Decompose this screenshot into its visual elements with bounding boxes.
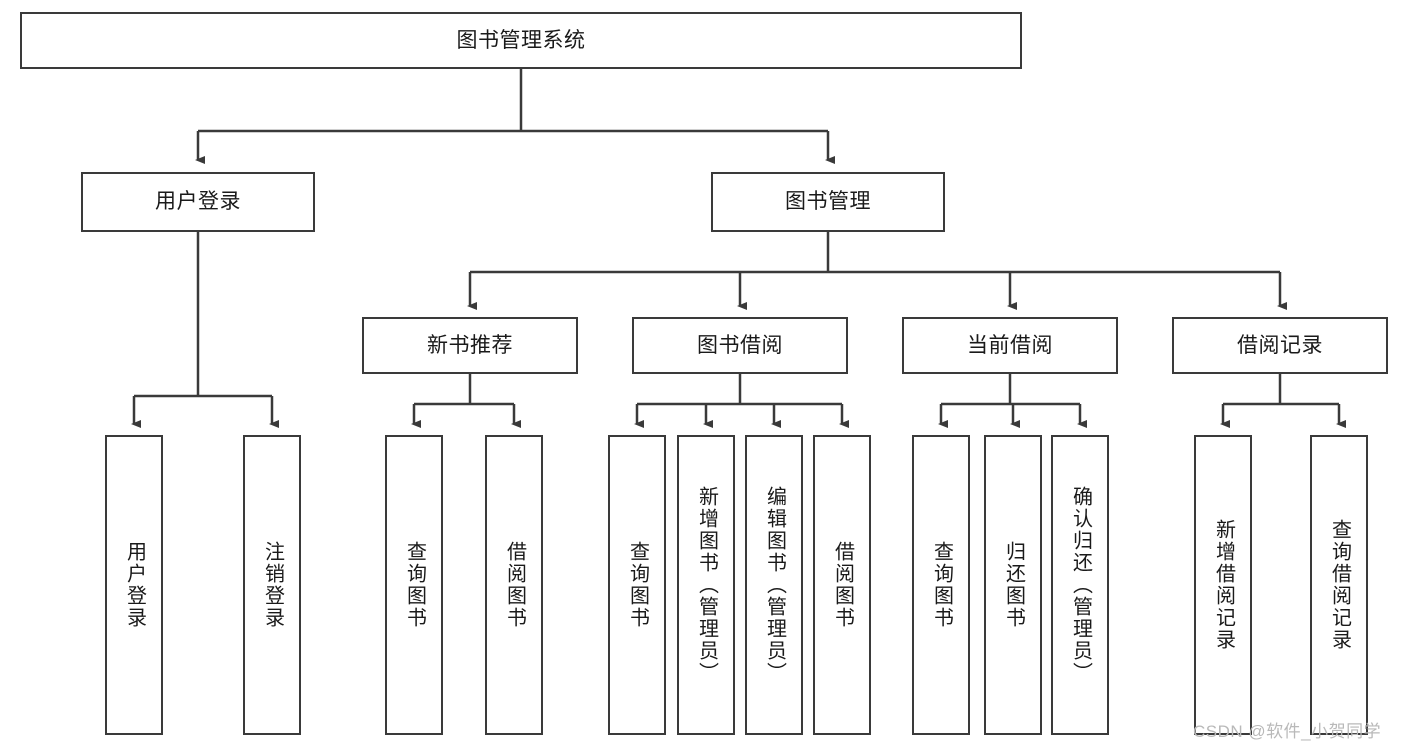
node-leaf-query-book-1-label: 查询图书: [403, 541, 426, 629]
node-book-borrow[interactable]: 图书借阅: [632, 317, 848, 374]
node-leaf-borrow-book-1-label: 借阅图书: [503, 541, 526, 629]
node-new-book-recommend-label: 新书推荐: [427, 333, 513, 357]
node-borrow-record-label: 借阅记录: [1237, 333, 1323, 357]
node-leaf-borrow-book-2-label: 借阅图书: [831, 541, 854, 629]
node-leaf-edit-book-label: 编辑图书（管理员）: [763, 486, 786, 684]
node-book-borrow-label: 图书借阅: [697, 333, 783, 357]
node-leaf-query-record-label: 查询借阅记录: [1328, 519, 1351, 651]
node-leaf-confirm-return[interactable]: 确认归还（管理员）: [1051, 435, 1109, 735]
node-leaf-return-book-label: 归还图书: [1002, 541, 1025, 629]
node-leaf-query-book-2[interactable]: 查询图书: [608, 435, 666, 735]
node-leaf-add-book-label: 新增图书（管理员）: [695, 486, 718, 684]
node-root[interactable]: 图书管理系统: [20, 12, 1022, 69]
node-leaf-user-logout-label: 注销登录: [261, 541, 284, 629]
node-leaf-return-book[interactable]: 归还图书: [984, 435, 1042, 735]
node-leaf-query-book-2-label: 查询图书: [626, 541, 649, 629]
node-leaf-add-record-label: 新增借阅记录: [1212, 519, 1235, 651]
node-leaf-borrow-book-1[interactable]: 借阅图书: [485, 435, 543, 735]
node-leaf-query-book-1[interactable]: 查询图书: [385, 435, 443, 735]
node-book-manage[interactable]: 图书管理: [711, 172, 945, 232]
node-leaf-user-logout[interactable]: 注销登录: [243, 435, 301, 735]
node-leaf-add-record[interactable]: 新增借阅记录: [1194, 435, 1252, 735]
node-new-book-recommend[interactable]: 新书推荐: [362, 317, 578, 374]
node-leaf-add-book[interactable]: 新增图书（管理员）: [677, 435, 735, 735]
node-leaf-query-book-3-label: 查询图书: [930, 541, 953, 629]
node-root-label: 图书管理系统: [456, 28, 586, 52]
node-leaf-edit-book[interactable]: 编辑图书（管理员）: [745, 435, 803, 735]
node-current-borrow-label: 当前借阅: [967, 333, 1053, 357]
node-leaf-query-book-3[interactable]: 查询图书: [912, 435, 970, 735]
node-current-borrow[interactable]: 当前借阅: [902, 317, 1118, 374]
node-leaf-user-login-label: 用户登录: [123, 541, 146, 629]
node-leaf-user-login[interactable]: 用户登录: [105, 435, 163, 735]
node-user-login[interactable]: 用户登录: [81, 172, 315, 232]
node-book-manage-label: 图书管理: [785, 190, 871, 214]
node-user-login-label: 用户登录: [155, 190, 241, 214]
node-leaf-query-record[interactable]: 查询借阅记录: [1310, 435, 1368, 735]
csdn-watermark: CSDN @软件_小贺同学: [1193, 722, 1382, 741]
node-leaf-confirm-return-label: 确认归还（管理员）: [1069, 486, 1092, 684]
node-leaf-borrow-book-2[interactable]: 借阅图书: [813, 435, 871, 735]
node-borrow-record[interactable]: 借阅记录: [1172, 317, 1388, 374]
